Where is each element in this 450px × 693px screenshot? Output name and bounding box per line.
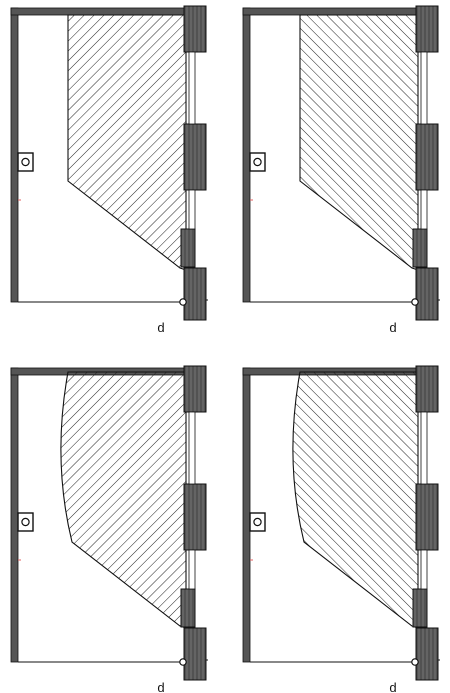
panel-top-left: p	[10, 5, 208, 337]
wall-box-socket	[253, 157, 262, 167]
panel-label: p	[389, 322, 396, 337]
hatched-region	[292, 371, 419, 629]
wall-block	[415, 267, 439, 321]
wall-block	[180, 588, 196, 628]
junction-marker	[411, 658, 419, 666]
rail-gap	[188, 411, 196, 485]
wall-box-socket	[21, 517, 30, 527]
wall-block	[415, 5, 439, 53]
rail-gap	[420, 189, 428, 230]
wall-block	[183, 627, 207, 681]
panel-label: p	[157, 322, 164, 337]
hatched-region	[299, 14, 419, 271]
rail-gap	[188, 51, 196, 125]
wall-box-socket	[253, 517, 262, 527]
left-wall	[10, 7, 19, 303]
wall-block	[183, 483, 207, 551]
panel-label: p	[157, 682, 164, 693]
wall-block	[412, 228, 428, 268]
wall-block	[183, 365, 207, 413]
hatched-region	[60, 371, 187, 629]
rail-gap	[420, 549, 428, 590]
top-wall	[10, 7, 187, 16]
wall-block	[183, 5, 207, 53]
rail-gap	[188, 189, 196, 230]
wall-block	[415, 627, 439, 681]
hatched-region	[67, 14, 187, 271]
rail-gap	[420, 51, 428, 125]
junction-marker	[411, 298, 419, 306]
rail-gap	[188, 549, 196, 590]
left-wall	[242, 367, 251, 663]
panel-top-right: p	[242, 5, 440, 337]
wall-block	[415, 123, 439, 191]
junction-marker	[179, 658, 187, 666]
wall-block	[415, 365, 439, 413]
top-wall	[242, 7, 419, 16]
left-wall	[10, 367, 19, 663]
wall-block	[412, 588, 428, 628]
rail-gap	[420, 411, 428, 485]
left-wall	[242, 7, 251, 303]
wall-block	[180, 228, 196, 268]
panel-bottom-right: p	[242, 365, 440, 693]
panel-bottom-left: p	[10, 365, 208, 693]
wall-box-socket	[21, 157, 30, 167]
wall-block	[183, 123, 207, 191]
panel-label: p	[389, 682, 396, 693]
wall-block	[183, 267, 207, 321]
junction-marker	[179, 298, 187, 306]
wall-block	[415, 483, 439, 551]
